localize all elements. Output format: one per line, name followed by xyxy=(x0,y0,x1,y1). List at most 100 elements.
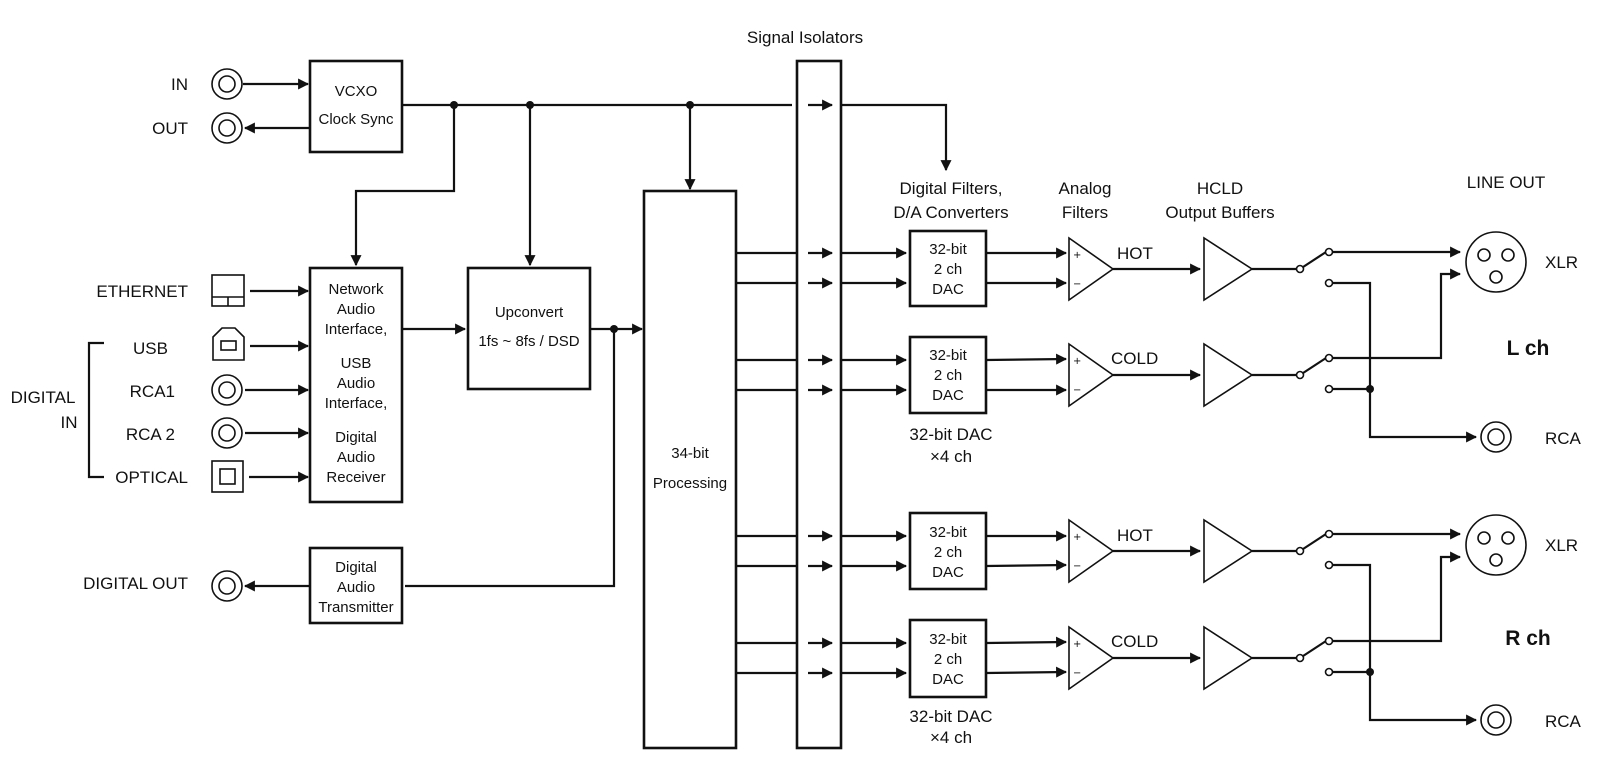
hcld-header-1: HCLD xyxy=(1197,179,1243,198)
interface-box: Network Audio Interface, USB Audio Inter… xyxy=(308,266,404,504)
digital-out-label: DIGITAL OUT xyxy=(83,574,188,593)
dac-r-hot-line-1: 32-bit xyxy=(929,524,967,541)
opamp-minus-3: − xyxy=(1073,561,1081,572)
optical-label: OPTICAL xyxy=(115,468,188,487)
xlr-r-label: XLR xyxy=(1545,536,1578,555)
clock-out-jack-icon xyxy=(211,112,243,144)
dac-note-l-2: ×4 ch xyxy=(930,447,972,466)
optical-port-icon xyxy=(211,460,244,493)
stage-headers: Digital Filters, D/A Converters Analog F… xyxy=(893,173,1545,222)
dac-box-l-hot: 32-bit 2 ch DAC xyxy=(908,229,988,308)
analog-header-1: Analog xyxy=(1059,179,1112,198)
analog-filter-l-cold: + − xyxy=(1068,342,1115,408)
xlr-l-label: XLR xyxy=(1545,253,1578,272)
rca2-jack-icon xyxy=(211,417,243,449)
digital-in-label-2: IN xyxy=(61,413,78,432)
interface-line-3: Interface, xyxy=(325,321,388,338)
clock-sync-label: Clock Sync xyxy=(318,111,394,128)
opamp-minus-4: − xyxy=(1073,668,1081,679)
analog-filter-r-cold: + − xyxy=(1068,625,1115,691)
dac-note-r-1: 32-bit DAC xyxy=(909,707,992,726)
dac-header-1: Digital Filters, xyxy=(900,179,1003,198)
interface-line-4: USB xyxy=(341,355,372,372)
hcld-header-2: Output Buffers xyxy=(1165,203,1274,222)
output-switches-l xyxy=(1252,246,1478,443)
clock-in-jack-icon xyxy=(211,68,243,100)
dac-note-r-2: ×4 ch xyxy=(930,728,972,747)
output-buffer-l-cold xyxy=(1203,342,1254,408)
rca-l-label: RCA xyxy=(1545,429,1582,448)
dac-l-hot-line-1: 32-bit xyxy=(929,241,967,258)
transmitter-line-3: Transmitter xyxy=(318,599,393,616)
usb-label: USB xyxy=(133,339,168,358)
output-switches-r xyxy=(1252,528,1478,726)
upconvert-label: Upconvert xyxy=(495,304,564,321)
digital-inputs: ETHERNET USB RCA1 RCA 2 OPTICAL DIGITAL … xyxy=(11,274,310,493)
digital-in-bracket xyxy=(87,341,104,479)
dac-l-hot-line-2: 2 ch xyxy=(934,261,962,278)
opamp-plus-2: + xyxy=(1073,356,1081,367)
cold-label-r: COLD xyxy=(1111,632,1158,651)
left-channel-label: L ch xyxy=(1507,337,1550,360)
rca2-label: RCA 2 xyxy=(126,425,175,444)
dac-signal-lines xyxy=(736,99,1068,679)
xlr-l-connector-icon xyxy=(1465,231,1527,293)
interface-line-9: Receiver xyxy=(326,469,385,486)
opamp-plus-3: + xyxy=(1073,532,1081,543)
dac-l-cold-line-3: DAC xyxy=(932,387,964,404)
signal-isolator-bar xyxy=(795,59,843,750)
line-out-header: LINE OUT xyxy=(1467,173,1545,192)
vcxo-label: VCXO xyxy=(335,83,378,100)
dac-r-cold-line-2: 2 ch xyxy=(934,651,962,668)
dac-r-cold-line-1: 32-bit xyxy=(929,631,967,648)
dac-header-2: D/A Converters xyxy=(893,203,1008,222)
dac-l-cold-line-1: 32-bit xyxy=(929,347,967,364)
digital-out-section: DIGITAL OUT Digital Audio Transmitter xyxy=(83,546,404,625)
clock-out-label: OUT xyxy=(152,119,188,138)
rca-l-connector-icon xyxy=(1480,421,1512,453)
interface-line-7: Digital xyxy=(335,429,377,446)
usb-port-icon xyxy=(212,327,245,361)
analog-filter-r-hot: + − xyxy=(1068,518,1115,584)
dac-r-cold-line-3: DAC xyxy=(932,671,964,688)
opamp-plus-4: + xyxy=(1073,639,1081,650)
processing-bit-label: 34-bit xyxy=(671,445,709,462)
vcxo-clock-sync-box xyxy=(308,59,404,154)
hot-label-l: HOT xyxy=(1117,244,1153,263)
clock-bus xyxy=(350,101,952,267)
transmitter-line-1: Digital xyxy=(335,559,377,576)
upconvert-box: Upconvert 1fs ~ 8fs / DSD xyxy=(466,266,592,391)
digital-in-label-1: DIGITAL xyxy=(11,388,76,407)
hot-label-r: HOT xyxy=(1117,526,1153,545)
interface-line-8: Audio xyxy=(337,449,375,466)
dac-box-r-cold: 32-bit 2 ch DAC xyxy=(908,618,988,699)
opamp-plus-1: + xyxy=(1073,250,1081,261)
interface-line-2: Audio xyxy=(337,301,375,318)
dac-box-l-cold: 32-bit 2 ch DAC xyxy=(908,335,988,415)
upconvert-rate-label: 1fs ~ 8fs / DSD xyxy=(478,333,579,350)
signal-isolators-title: Signal Isolators xyxy=(747,28,863,47)
dac-r-hot-line-3: DAC xyxy=(932,564,964,581)
output-buffer-r-hot xyxy=(1203,518,1254,584)
right-channel-label: R ch xyxy=(1505,627,1551,650)
rca-r-connector-icon xyxy=(1480,704,1512,736)
rca-r-label: RCA xyxy=(1545,712,1582,731)
output-buffer-r-cold xyxy=(1203,625,1254,691)
cold-label-l: COLD xyxy=(1111,349,1158,368)
processing-box: 34-bit Processing xyxy=(642,189,738,750)
ethernet-label: ETHERNET xyxy=(96,282,188,301)
rca1-jack-icon xyxy=(211,374,243,406)
dac-l-hot-line-3: DAC xyxy=(932,281,964,298)
analog-filter-l-hot: + − xyxy=(1068,236,1115,302)
digital-out-jack-icon xyxy=(211,570,243,602)
ethernet-port-icon xyxy=(211,274,245,307)
dac-l-cold-line-2: 2 ch xyxy=(934,367,962,384)
interface-line-6: Interface, xyxy=(325,395,388,412)
opamp-minus-2: − xyxy=(1073,385,1081,396)
interface-line-5: Audio xyxy=(337,375,375,392)
rca1-label: RCA1 xyxy=(130,382,175,401)
transmitter-line-2: Audio xyxy=(337,579,375,596)
clock-in-label: IN xyxy=(171,75,188,94)
analog-header-2: Filters xyxy=(1062,203,1108,222)
interface-line-1: Network xyxy=(328,281,384,298)
